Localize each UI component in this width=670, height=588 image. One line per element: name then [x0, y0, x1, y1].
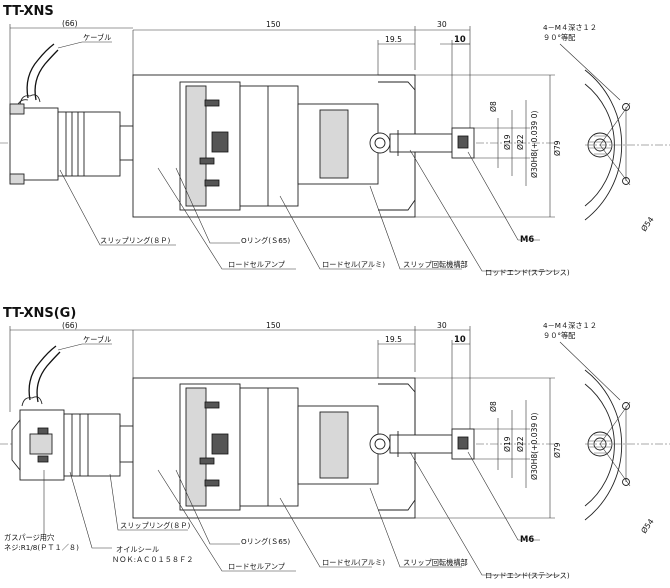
rod-end	[369, 428, 475, 460]
bolts	[199, 401, 229, 487]
label-cable: ケーブル	[83, 33, 111, 42]
cable-assembly	[21, 345, 61, 407]
dim-19-5: 19.5	[385, 335, 402, 344]
dim-phi79: Ø79	[553, 442, 562, 458]
dim-phi19: Ø19	[503, 134, 512, 150]
dim-phi79: Ø79	[553, 140, 562, 156]
connector-body	[9, 103, 121, 185]
dim-phi22: Ø22	[516, 436, 525, 452]
label-gas-purge-2: ネジ:R1/8(ＰＴ１／８)	[4, 543, 79, 552]
dim-phi54: Ø54	[639, 215, 655, 233]
dim-m6: M6	[520, 534, 534, 544]
label-oil-seal-1: オイルシール	[116, 545, 159, 554]
dim-phi30: Ø30H8(+0.039 0)	[530, 413, 539, 480]
label-oil-seal-2: ＮＯＫ:ＡＣ０１５８Ｆ２	[112, 555, 194, 564]
label-loadcell-amp: ロードセルアンプ	[228, 260, 286, 269]
dim-66: (66)	[62, 19, 78, 28]
leader-lines	[57, 41, 560, 272]
screw-note-2: ９０°等配	[543, 33, 575, 42]
label-slip-mech: スリップ回転機構部	[403, 558, 468, 567]
leader-lines	[43, 343, 560, 576]
label-slip-mech: スリップ回転機構部	[403, 260, 468, 269]
cable-assembly	[15, 43, 59, 109]
label-loadcell-amp: ロードセルアンプ	[228, 562, 286, 571]
housing	[132, 377, 416, 519]
label-loadcell: ロードセル(アルミ)	[322, 260, 385, 269]
dim-30: 30	[437, 321, 447, 330]
view-title: TT-XNS(G)	[3, 306, 76, 321]
dim-phi54: Ø54	[639, 517, 655, 535]
dim-150: 150	[266, 20, 281, 29]
screw-note-1: 4－M４深さ１２	[543, 23, 597, 32]
dim-phi8: Ø8	[489, 101, 498, 112]
dim-phi19: Ø19	[503, 436, 512, 452]
label-loadcell: ロードセル(アルミ)	[322, 558, 385, 567]
dim-phi22: Ø22	[516, 134, 525, 150]
dim-19-5: 19.5	[385, 35, 402, 44]
view-tt-xns-g: TT-XNS(G) (66) 150 30 19.5 10	[0, 306, 670, 580]
screw-note-1: 4－M４深さ１２	[543, 321, 597, 330]
rod-end	[369, 127, 475, 159]
label-cable: ケーブル	[83, 335, 111, 344]
screw-note-2: ９０°等配	[543, 331, 575, 340]
dim-30: 30	[437, 20, 447, 29]
label-slip-ring: スリップリング(８Ｐ)	[100, 236, 170, 245]
view-tt-xns: TT-XNS (66) 150 30 19.5 10	[0, 4, 670, 277]
end-view	[584, 69, 670, 221]
bolts	[199, 99, 229, 187]
housing	[132, 74, 416, 218]
label-o-ring: Oリング(Ｓ65)	[241, 236, 290, 245]
dim-10: 10	[454, 34, 466, 44]
dim-m6: M6	[520, 234, 534, 244]
dim-phi30: Ø30H8(+0.039 0)	[530, 111, 539, 178]
connector-body	[11, 409, 121, 481]
vertical-dimensions	[415, 377, 555, 519]
label-o-ring: Oリング(Ｓ65)	[241, 537, 290, 546]
dim-150: 150	[266, 321, 281, 330]
label-rod-end: ロッドエンド(ステンレス)	[485, 268, 570, 277]
view-title: TT-XNS	[3, 4, 54, 19]
label-gas-purge-1: ガスパージ用穴	[4, 533, 54, 542]
label-slip-ring: スリップリング(８Ｐ)	[120, 521, 190, 530]
label-rod-end: ロッドエンド(ステンレス)	[485, 571, 570, 580]
end-view	[584, 369, 670, 521]
dim-phi8: Ø8	[489, 401, 498, 412]
dim-66: (66)	[62, 321, 78, 330]
dim-10: 10	[454, 334, 466, 344]
vertical-dimensions	[415, 74, 555, 218]
